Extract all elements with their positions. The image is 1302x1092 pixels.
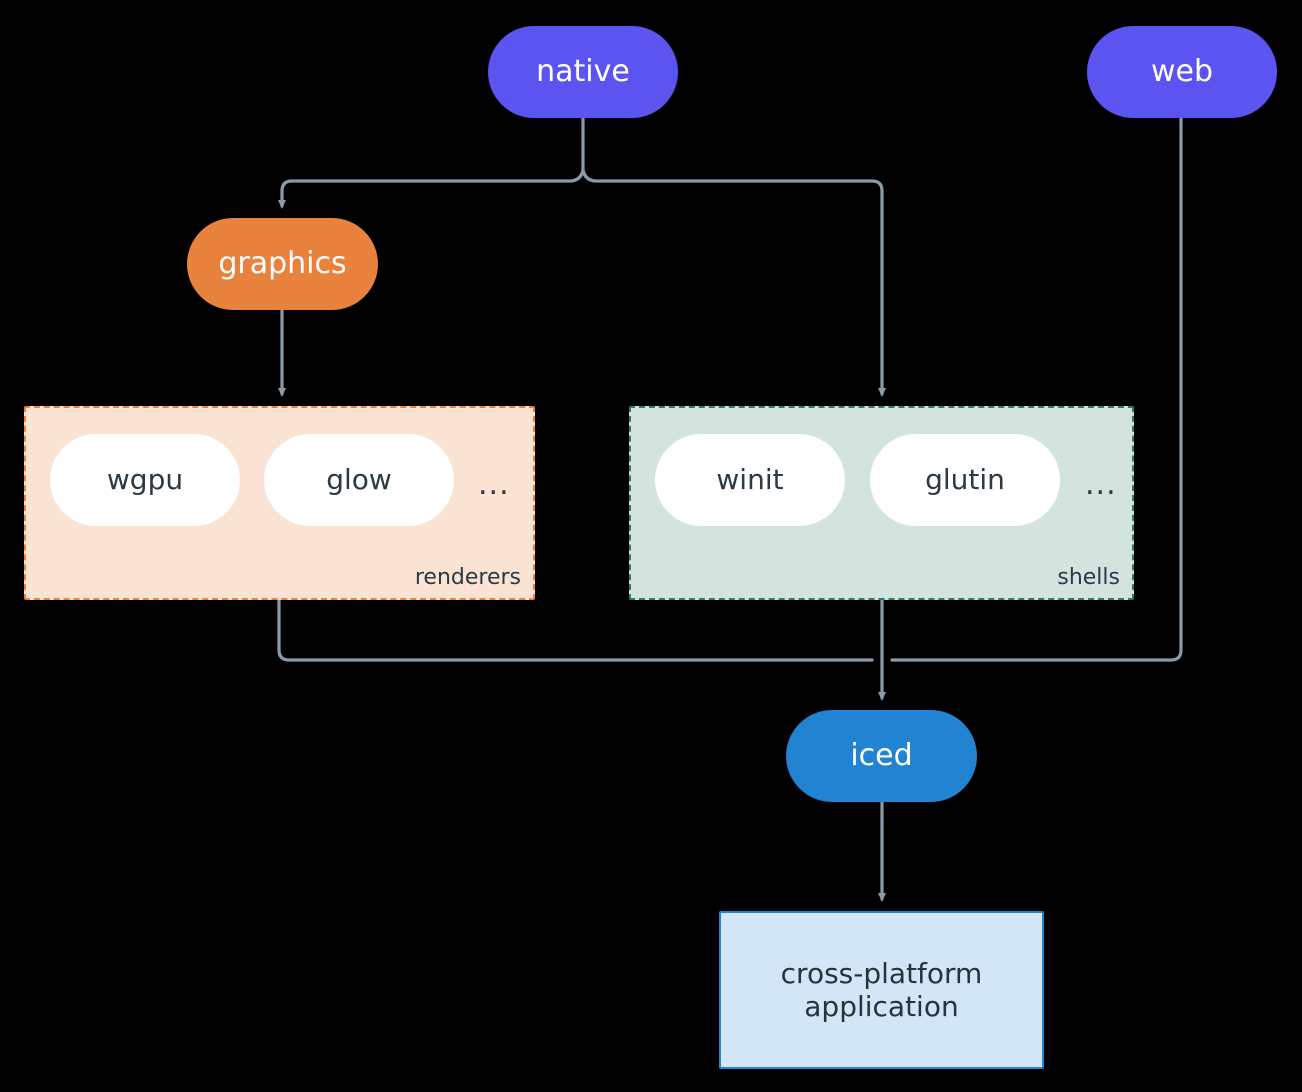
node-wgpu-label: wgpu [106, 463, 184, 497]
edge-native-to-shells [581, 168, 886, 397]
node-glow-label: glow [326, 463, 392, 497]
node-glow[interactable]: glow [264, 434, 454, 526]
node-application-label-line1: cross-platform [780, 956, 983, 990]
cluster-renderers-label: renderers [414, 565, 521, 590]
renderers-ellipsis: ... [478, 467, 510, 502]
cluster-shells-label: shells [1057, 565, 1120, 590]
node-winit[interactable]: winit [655, 434, 845, 526]
edge-native-to-graphics [278, 168, 585, 209]
node-iced-label: iced [850, 738, 913, 774]
node-glutin[interactable]: glutin [870, 434, 1060, 526]
node-web[interactable]: web [1087, 26, 1277, 118]
shells-ellipsis: ... [1085, 467, 1117, 502]
node-web-label: web [1150, 54, 1214, 90]
node-application[interactable]: cross-platform application [719, 911, 1044, 1069]
node-graphics-label: graphics [218, 246, 347, 282]
node-native-label: native [536, 54, 630, 90]
node-iced[interactable]: iced [786, 710, 977, 802]
node-glutin-label: glutin [925, 463, 1005, 497]
node-application-label-line2: application [804, 990, 959, 1023]
edge-renderers-to-iced [277, 598, 874, 662]
node-winit-label: winit [716, 463, 784, 497]
node-wgpu[interactable]: wgpu [50, 434, 240, 526]
node-graphics[interactable]: graphics [187, 218, 378, 310]
node-native[interactable]: native [488, 26, 678, 118]
